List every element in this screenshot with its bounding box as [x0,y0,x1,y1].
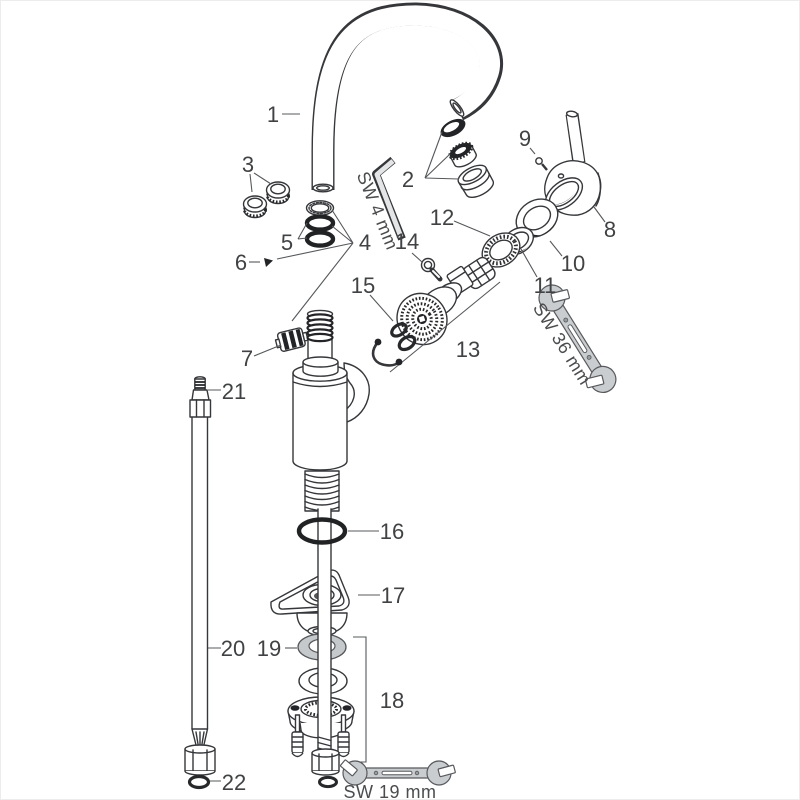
part-8-handle [544,110,606,223]
leader-10 [549,240,563,257]
handle-screw-hole [557,173,565,179]
part-20-supply-hose [184,376,216,790]
aerator-insert [448,141,477,168]
part-labels: 1 2 3 4 5 6 7 8 9 10 11 12 13 14 15 16 1… [208,102,616,795]
spout-tip-opening [449,99,465,117]
part-label-16: 16 [380,519,404,544]
handle-opening [544,177,584,211]
leader-11 [520,248,538,278]
part-label-3: 3 [242,152,254,177]
body-threaded-rod [317,508,332,756]
part-label-5: 5 [281,230,293,255]
flange-bolt-right [337,714,350,758]
part-9-set-screw [529,147,548,171]
part-label-17: 17 [381,583,405,608]
hose-nut [184,744,216,776]
part-6-screw [249,258,273,267]
part-22-washer [187,774,211,790]
part-2-aerator [424,118,495,198]
wrench-sw19 [339,759,456,786]
allen-key-sw4 [372,156,406,241]
part-label-13: 13 [456,337,480,362]
part-label-6: 6 [235,250,247,275]
part-7-clip [253,327,309,357]
aerator-housing [457,164,495,198]
part-label-22: 22 [222,770,246,795]
flange-bolt-left [291,714,304,758]
part-12-threaded-ring [481,232,521,268]
part-label-11: 11 [534,273,557,298]
part-label-7: 7 [241,346,253,371]
part-16-oring [296,517,379,545]
part-1-spout [311,2,503,193]
wrench-sw36 [538,284,617,394]
part-13-cartridge [389,256,501,373]
part-label-4: 4 [359,230,371,255]
rod-washer [318,775,338,789]
body-cylinder [292,372,348,471]
wrench-sw19-size-label: SW 19 mm [343,782,436,800]
part-label-15: 15 [351,273,375,298]
part-19-washer [285,633,347,661]
part-label-18: 18 [380,688,404,713]
part-label-20: 20 [221,636,245,661]
cartridge-face [396,292,448,346]
part-15-seal-set [369,294,417,367]
threaded-shank [304,470,340,512]
rod-nut [311,748,340,776]
part-label-1: 1 [267,102,279,127]
part-label-19: 19 [257,636,281,661]
part-21-hose-connector [189,376,212,418]
spout-holder-fin [343,362,370,423]
leader-12 [453,220,491,237]
part-label-12: 12 [430,205,454,230]
part-label-9: 9 [519,126,531,151]
part-label-21: 21 [222,379,246,404]
neck-threads [306,313,334,343]
part-label-10: 10 [561,251,585,276]
aerator-oring [440,118,466,138]
part-4-5-oring-set [276,200,354,322]
part-3-plug-screws [242,172,291,219]
bracket-18 [353,636,367,763]
part-label-14: 14 [395,229,419,254]
part-14-screw [411,252,443,282]
faucet-body [292,309,370,512]
part-label-8: 8 [604,217,616,242]
part-label-2: 2 [402,167,414,192]
